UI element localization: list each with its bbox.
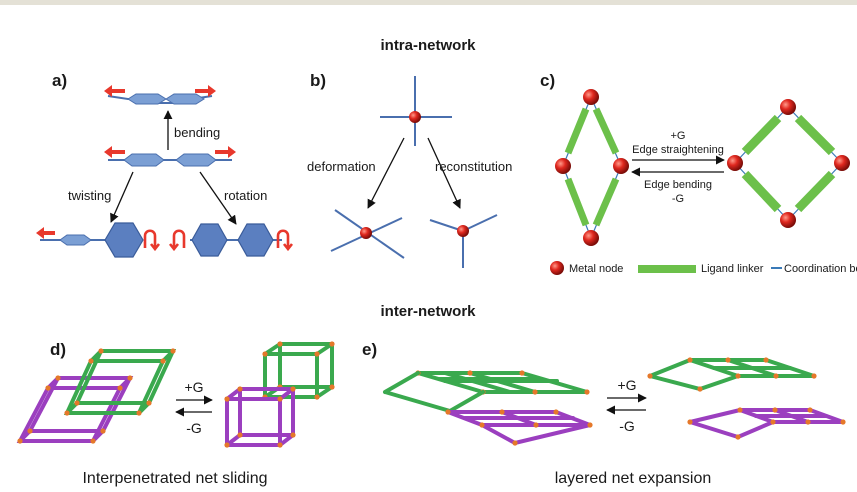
forward-top-label: +G xyxy=(671,130,686,142)
forward-bottom-label: Edge straightening xyxy=(632,144,724,156)
metal-node xyxy=(613,158,629,174)
linker-rotated xyxy=(168,223,294,257)
bending-label: bending xyxy=(174,125,220,140)
panel-e: e) xyxy=(362,340,846,487)
net-nodes xyxy=(647,357,817,392)
panel-c-label: c) xyxy=(540,71,555,90)
metal-node xyxy=(780,212,796,228)
force-arrow-right xyxy=(195,85,216,97)
twisting-label: twisting xyxy=(68,188,111,203)
ligand-linker xyxy=(564,107,590,155)
forward-label: +G xyxy=(184,379,203,395)
force-arrow-left xyxy=(36,227,55,239)
net-nodes xyxy=(224,386,296,448)
metal-node xyxy=(457,225,469,237)
reverse-label: -G xyxy=(619,418,635,434)
panel-d-label: d) xyxy=(50,340,66,359)
metal-node xyxy=(409,111,421,123)
ligand-linker xyxy=(592,107,620,155)
net-interpenetrated-purple xyxy=(16,375,134,444)
framework-straight xyxy=(727,99,850,228)
net-nodes xyxy=(17,375,133,444)
reverse-top-label: Edge bending xyxy=(644,179,712,191)
net-slid-green xyxy=(262,341,335,400)
reverse-label: -G xyxy=(186,420,202,436)
net-nodes xyxy=(445,409,593,446)
legend-metal-node-swatch xyxy=(550,261,564,275)
framework-bent xyxy=(555,89,629,246)
net-interpenetrated-green xyxy=(63,348,177,416)
panel-e-caption: layered net expansion xyxy=(555,470,712,487)
metal-node xyxy=(360,227,372,239)
net-slid-purple xyxy=(224,386,296,448)
rotation-label: rotation xyxy=(224,188,267,203)
layer-purple-right xyxy=(688,408,844,440)
metal-node xyxy=(834,155,850,171)
node-deformed xyxy=(330,209,405,259)
net-nodes xyxy=(64,348,176,416)
net-nodes xyxy=(687,407,846,440)
ligand-linker xyxy=(794,170,836,213)
ligand-linker xyxy=(564,177,590,227)
ligand-linker xyxy=(794,114,836,156)
layer-green-left xyxy=(417,371,588,394)
panel-b: b) deformation reconstitution xyxy=(307,71,512,268)
metal-node xyxy=(583,89,599,105)
twist-arrow xyxy=(143,229,161,252)
legend-coordination-bond: Coordination bond xyxy=(784,263,857,275)
deformation-arrow xyxy=(367,137,405,209)
twist-arrow xyxy=(168,229,186,252)
inter-network-heading: inter-network xyxy=(380,303,476,320)
reverse-bottom-label: -G xyxy=(672,193,684,205)
panel-b-label: b) xyxy=(310,71,326,90)
force-arrow-left xyxy=(104,85,125,97)
panel-a: a) bending twisti xyxy=(36,71,294,258)
twisting-arrow xyxy=(110,171,134,223)
layer-green-right xyxy=(648,358,815,392)
metal-node xyxy=(780,99,796,115)
force-arrow-left xyxy=(104,146,125,158)
panel-c: c) +G Edge straightening Edge xyxy=(540,71,857,275)
legend-metal-node: Metal node xyxy=(569,263,623,275)
twist-arrow xyxy=(276,229,294,252)
node-reconstituted xyxy=(429,214,498,268)
linker-twisted xyxy=(36,222,161,258)
forward-label: +G xyxy=(617,377,636,393)
ligand-linker xyxy=(741,170,782,213)
legend-ligand-linker: Ligand linker xyxy=(701,263,764,275)
node-tetrahedral xyxy=(380,76,452,146)
linker-bent xyxy=(104,85,216,105)
layer-purple-left xyxy=(447,410,592,446)
panel-d-caption: Interpenetrated net sliding xyxy=(82,470,267,487)
force-arrow-right xyxy=(215,146,236,158)
reconstitution-label: reconstitution xyxy=(435,159,512,174)
metal-node xyxy=(583,230,599,246)
panel-a-label: a) xyxy=(52,71,67,90)
panel-d: d) xyxy=(16,340,335,487)
legend: Metal node Ligand linker Coordination bo… xyxy=(550,261,857,275)
metal-node xyxy=(727,155,743,171)
legend-ligand-linker-swatch xyxy=(638,265,696,273)
rotation-arrow xyxy=(199,171,237,225)
reconstitution-arrow xyxy=(427,137,461,209)
metal-node xyxy=(555,158,571,174)
deformation-label: deformation xyxy=(307,159,376,174)
ligand-linker xyxy=(741,114,782,156)
top-border xyxy=(0,0,857,5)
ligand-linker xyxy=(592,177,620,227)
panel-e-label: e) xyxy=(362,340,377,359)
linker-straight xyxy=(104,146,236,167)
intra-network-heading: intra-network xyxy=(380,37,476,54)
